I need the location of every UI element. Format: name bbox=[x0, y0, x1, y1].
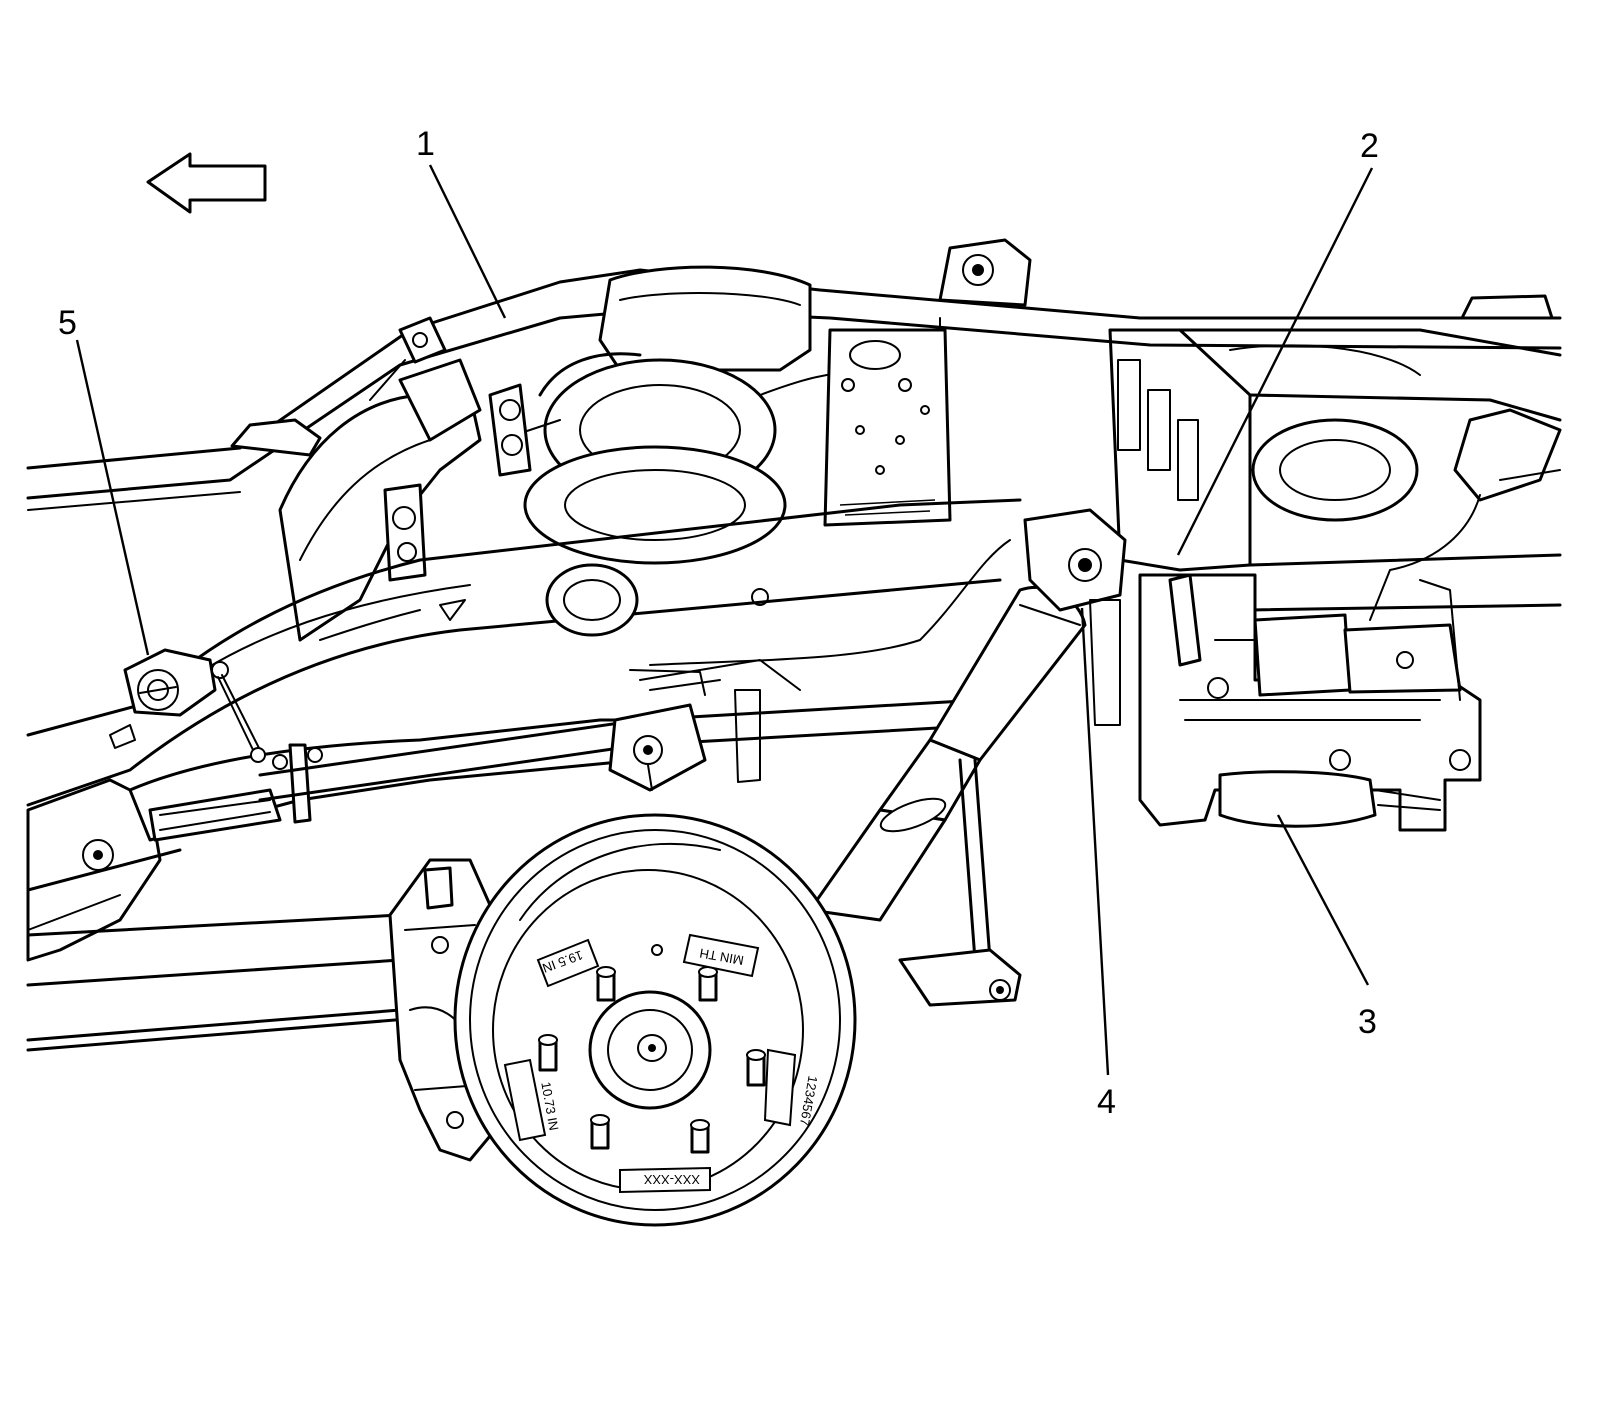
rotor-stamp-part: XXX-XXX bbox=[643, 1172, 700, 1187]
leader-lines bbox=[75, 164, 1374, 1076]
differential-housing bbox=[499, 265, 881, 565]
leader-4 bbox=[1080, 607, 1110, 1076]
frame-rail-far bbox=[26, 238, 1562, 511]
brake-line-bracket bbox=[608, 669, 761, 792]
height-sensor bbox=[109, 316, 447, 763]
stabilizer-link bbox=[26, 758, 1022, 1052]
callout-2: 2 bbox=[1360, 127, 1379, 165]
callout-5: 5 bbox=[58, 304, 77, 342]
air-compressor bbox=[1138, 573, 1482, 832]
callout-3: 3 bbox=[1358, 1003, 1377, 1041]
callouts: 1 2 3 4 5 bbox=[58, 125, 1379, 1121]
frame-rail-near bbox=[26, 498, 1022, 962]
leader-5 bbox=[75, 339, 150, 656]
center-bracket bbox=[823, 328, 952, 527]
callout-1: 1 bbox=[416, 125, 435, 163]
lower-control-arm bbox=[128, 659, 992, 842]
front-arrow-icon bbox=[146, 152, 267, 214]
callout-4: 4 bbox=[1097, 1083, 1116, 1121]
upper-control-arm bbox=[278, 358, 532, 642]
shock-absorber bbox=[649, 508, 1127, 922]
leader-1 bbox=[428, 164, 507, 319]
brake-rotor: 19.5 IN MIN TH 10.73 IN XXX-XXX 1234567 bbox=[453, 813, 857, 1227]
leader-3 bbox=[1276, 814, 1370, 986]
leader-2 bbox=[1176, 167, 1374, 556]
